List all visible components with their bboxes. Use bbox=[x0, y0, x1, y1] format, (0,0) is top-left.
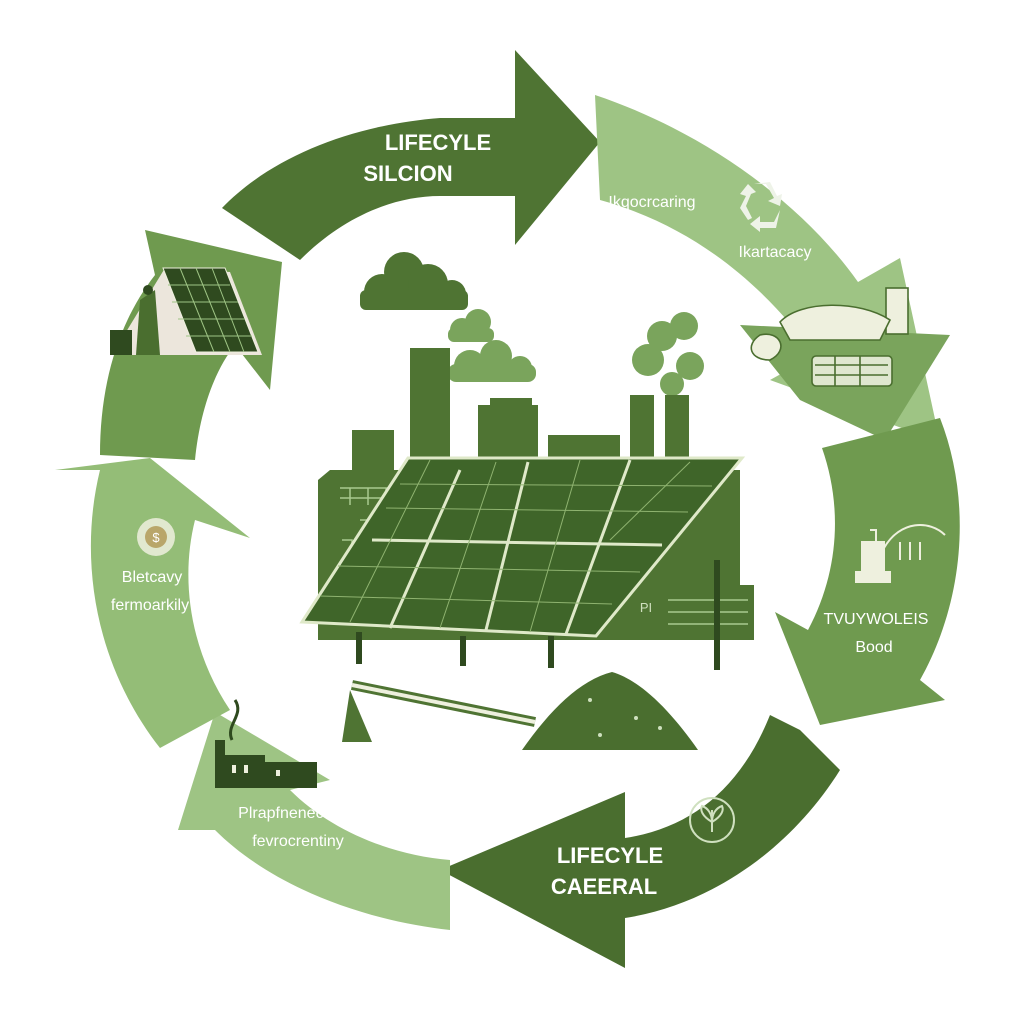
machinery-icon bbox=[855, 524, 946, 583]
left-label-2: fermoarkily bbox=[111, 597, 189, 614]
cloud-icon bbox=[360, 252, 468, 310]
recycle-icon bbox=[740, 182, 782, 232]
solar-panel-icon bbox=[110, 267, 262, 355]
arrow-top-left-installation bbox=[100, 230, 282, 460]
top-arrow-title: LIFECYLE bbox=[385, 130, 491, 155]
recycled-materials-icon bbox=[750, 287, 909, 387]
sand-pile-icon bbox=[522, 672, 698, 750]
central-scene: PI bbox=[299, 252, 754, 750]
top-right-label-1: Ikqocrcaring bbox=[608, 194, 695, 211]
plant-badge-icon bbox=[689, 797, 735, 843]
factory-sign-text: PI bbox=[640, 600, 652, 615]
coin-icon: $ bbox=[137, 518, 175, 556]
top-right-label-2: Ikartacacy bbox=[739, 244, 812, 261]
bottom-right-title: LIFECYLE bbox=[557, 843, 663, 868]
arrow-bottom-right-lifecycle: LIFECYLE CAEERAL bbox=[440, 715, 840, 968]
right-label-2: Bood bbox=[855, 639, 892, 656]
arrow-top-silicon: LIFECYLE SILCION bbox=[222, 50, 600, 260]
arrow-right-processing: TVUYWOLEIS Bood bbox=[775, 418, 960, 725]
arrow-top-right-recycling: Ikqocrcaring Ikartacacy bbox=[595, 95, 950, 442]
bottom-right-subtitle: CAEERAL bbox=[551, 874, 657, 899]
solar-panel-array bbox=[299, 456, 746, 670]
factory-icon bbox=[215, 699, 317, 788]
svg-text:$: $ bbox=[152, 530, 160, 545]
arrow-left-energy: Bletcavy fermoarkily $ bbox=[55, 458, 250, 748]
right-label-1: TVUYWOLEIS bbox=[824, 611, 929, 628]
arrow-bottom-left-manufacturing: Plrapfnenechool fevrocrentiny bbox=[178, 699, 450, 930]
top-arrow-subtitle: SILCION bbox=[363, 161, 452, 186]
smoke-cloud-icon bbox=[448, 309, 704, 396]
bottom-left-label-2: fevrocrentiny bbox=[252, 833, 344, 850]
left-label-1: Bletcavy bbox=[122, 569, 182, 586]
bottom-left-label-1: Plrapfnenechool bbox=[238, 805, 354, 822]
pipe-conveyor bbox=[342, 680, 536, 742]
